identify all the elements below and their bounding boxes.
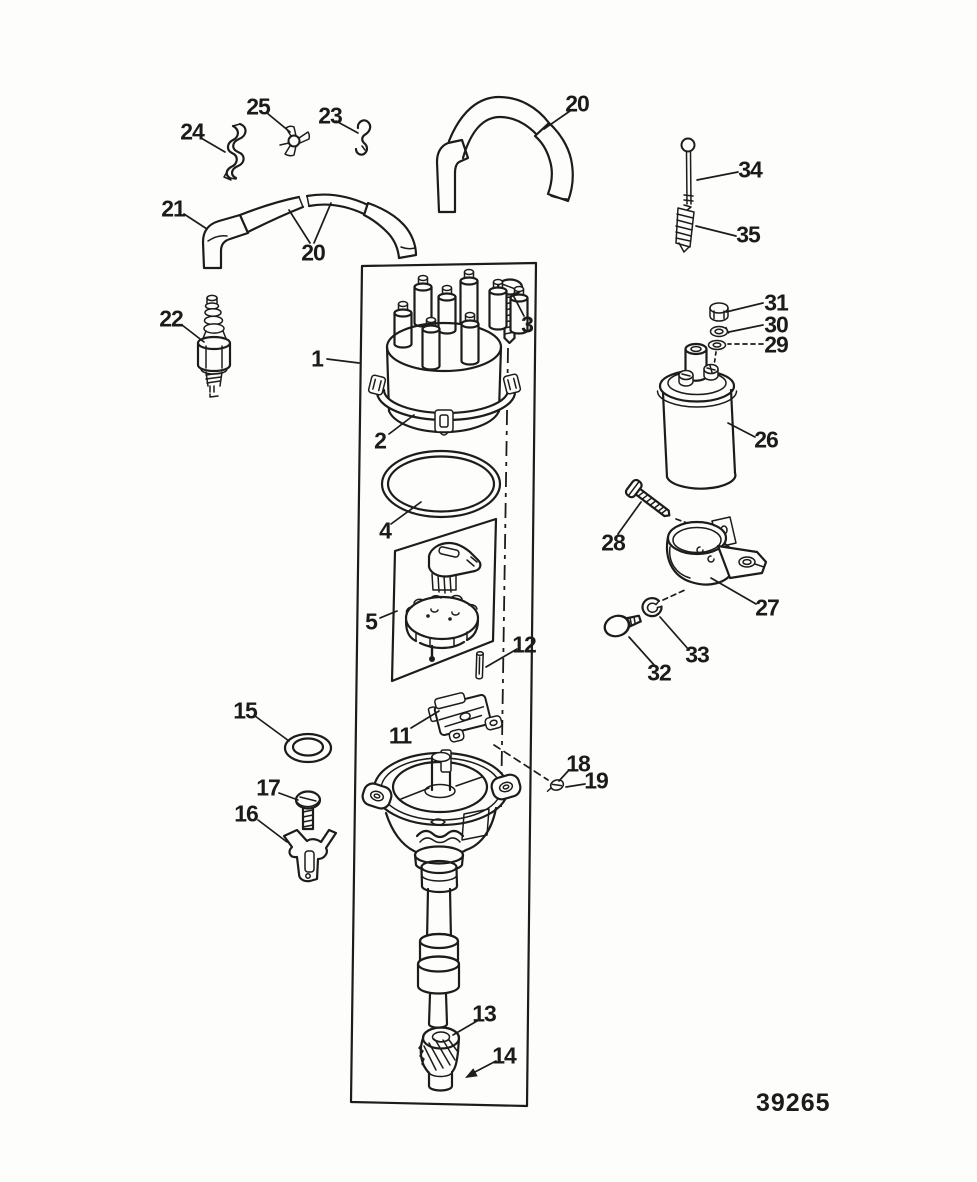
flat-washer-29 xyxy=(707,339,727,351)
callout-31: 31 xyxy=(764,289,789,316)
callout-11: 11 xyxy=(388,722,412,749)
spark-plug xyxy=(196,294,232,398)
drawing-number: 39265 xyxy=(756,1089,831,1117)
callout-28: 28 xyxy=(601,529,626,556)
callout-21: 21 xyxy=(161,195,186,222)
washer xyxy=(283,732,333,764)
bracket-screw xyxy=(624,478,671,518)
callout-4: 4 xyxy=(379,517,392,544)
wire-retainer-clip-23 xyxy=(354,119,372,156)
callout-5: 5 xyxy=(365,608,378,635)
callout-12: 12 xyxy=(512,631,537,658)
distributor-shaft xyxy=(416,887,461,1029)
o-ring-seal xyxy=(380,449,502,519)
callout-20-top: 20 xyxy=(565,90,590,117)
callout-1: 1 xyxy=(311,345,324,372)
distributor-housing xyxy=(361,749,522,894)
cable-tie xyxy=(680,137,696,212)
hold-down-screw xyxy=(294,790,322,831)
sensor-module xyxy=(427,692,503,743)
arrowhead-14 xyxy=(465,1068,478,1078)
callout-34: 34 xyxy=(738,156,763,183)
callout-19: 19 xyxy=(584,767,609,794)
hold-down-clamp xyxy=(282,828,338,883)
drive-gear xyxy=(418,1026,461,1092)
lock-washer-30 xyxy=(709,325,730,338)
coil-bracket-clamp xyxy=(665,516,768,586)
callout-18: 18 xyxy=(566,750,591,777)
bracket-bolt xyxy=(603,614,642,638)
distributor-cap xyxy=(367,268,529,436)
callout-2: 2 xyxy=(374,427,387,454)
callout-29: 29 xyxy=(764,331,789,358)
distributor-assembly-box xyxy=(349,261,538,1108)
callout-35: 35 xyxy=(736,221,761,248)
callout-24: 24 xyxy=(180,118,205,145)
callout-13: 13 xyxy=(472,1000,497,1027)
spark-plug-wire-lower xyxy=(201,193,418,270)
ignition-coil xyxy=(656,342,738,490)
wire-retainer-clip-24 xyxy=(223,122,247,181)
roll-pin xyxy=(475,650,484,680)
callout-30: 30 xyxy=(764,311,789,338)
callout-26: 26 xyxy=(754,426,779,453)
spark-plug-wire-upper xyxy=(435,95,574,214)
rotor-arm xyxy=(427,541,482,594)
callout-25: 25 xyxy=(246,93,271,120)
coil-terminal-stud xyxy=(678,363,719,387)
callout-20-mid: 20 xyxy=(301,239,326,266)
module-screw xyxy=(546,779,565,793)
cap-tower-front xyxy=(421,311,480,371)
callout-16: 16 xyxy=(234,800,259,827)
cap-tower xyxy=(393,268,529,349)
callout-22: 22 xyxy=(159,305,184,332)
wire-retainer-clip-25 xyxy=(279,125,311,157)
callout-17: 17 xyxy=(256,774,281,801)
callout-32: 32 xyxy=(647,659,672,686)
cap-clamp-band xyxy=(367,373,522,436)
callout-15: 15 xyxy=(233,697,258,724)
callout-27: 27 xyxy=(755,594,780,621)
callout-33: 33 xyxy=(685,641,710,668)
split-lock-washer xyxy=(641,597,663,618)
leader-lines xyxy=(181,110,764,1078)
callout-23: 23 xyxy=(318,102,343,129)
callout-14: 14 xyxy=(492,1042,517,1069)
centerline xyxy=(500,347,509,811)
retainer-strap xyxy=(675,207,695,253)
module-screw-dashed-line xyxy=(493,744,549,781)
trigger-wheel xyxy=(404,594,480,650)
callout-3: 3 xyxy=(521,311,534,338)
rotor-kit-panel xyxy=(390,517,498,683)
